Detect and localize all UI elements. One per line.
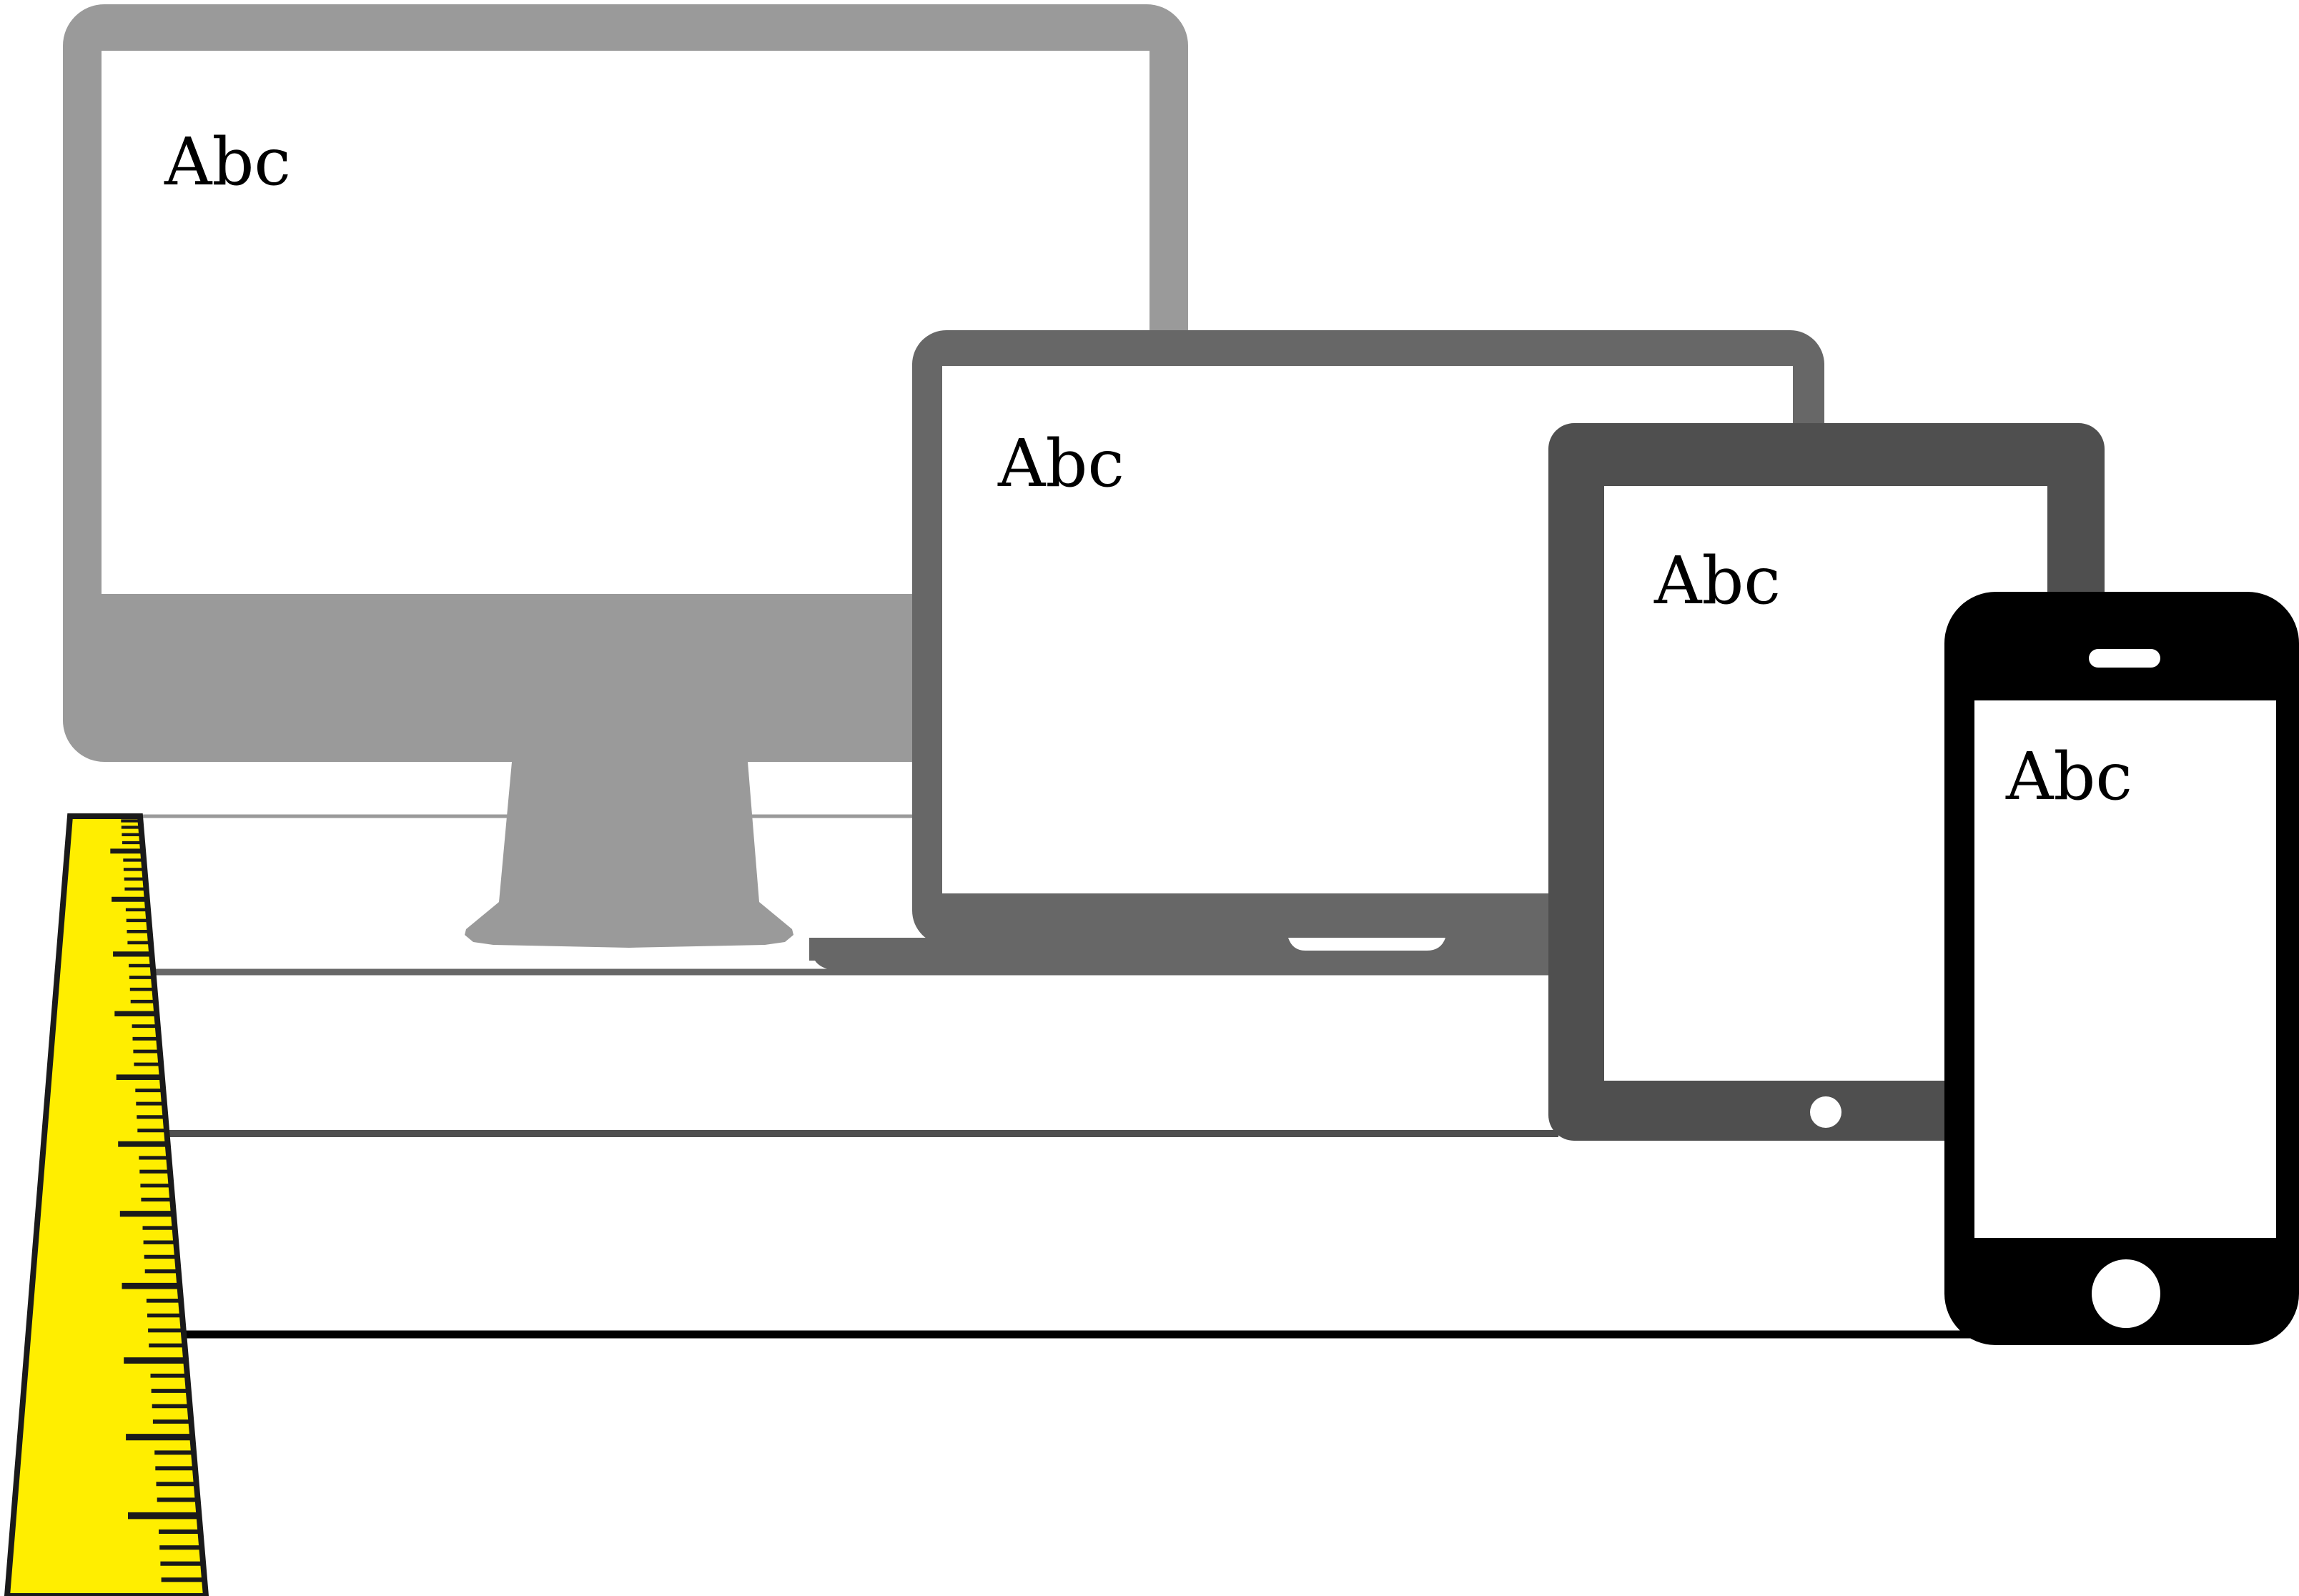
phone-home-button	[2092, 1259, 2160, 1328]
laptop-trackpad-notch	[1288, 938, 1445, 951]
smartphone-icon: Abc	[1944, 592, 2299, 1345]
laptop-screen-text: Abc	[997, 425, 1124, 502]
tablet-home-button	[1810, 1096, 1841, 1128]
monitor-screen-text: Abc	[164, 124, 291, 200]
monitor-stand	[465, 762, 793, 948]
laptop-base	[809, 938, 1606, 971]
phone-screen-text: Abc	[2005, 738, 2132, 815]
phone-speaker	[2089, 649, 2160, 668]
measuring-tape-icon	[7, 816, 206, 1596]
tablet-screen-text: Abc	[1653, 542, 1781, 619]
tape-body	[7, 816, 206, 1596]
